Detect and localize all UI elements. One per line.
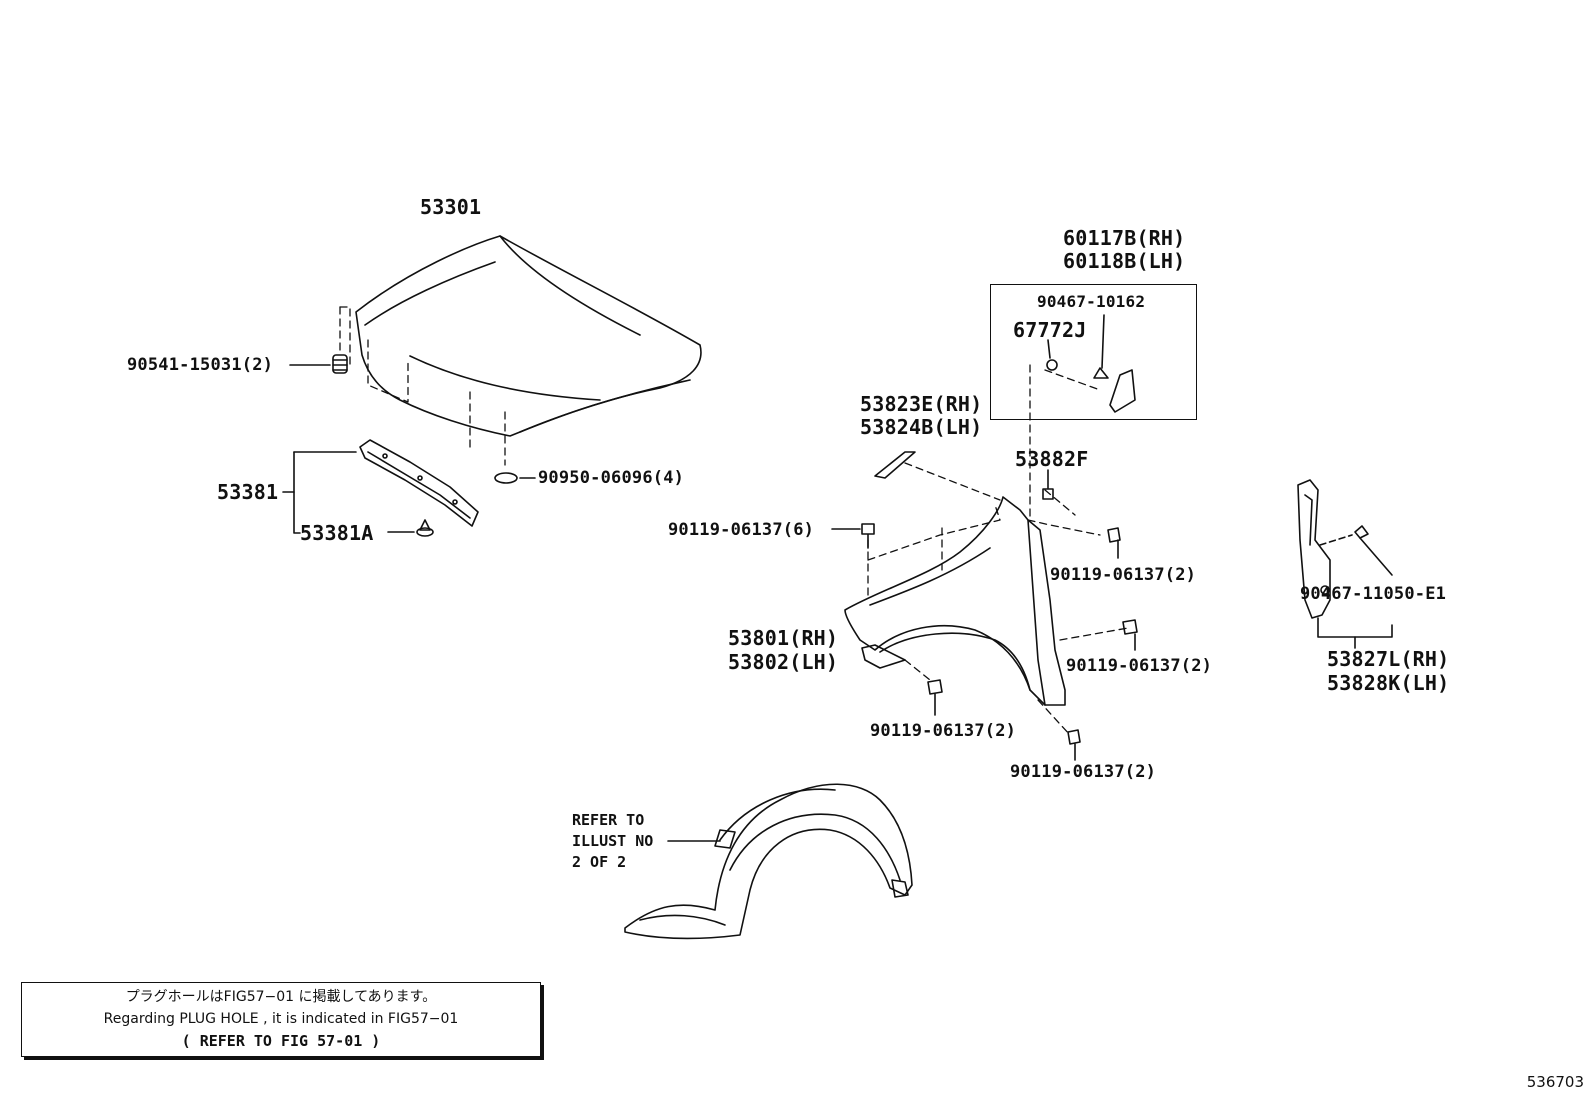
label-hood-seal-strip: 53381 — [217, 480, 279, 504]
bracket-piece — [874, 451, 916, 479]
label-seal-rh: 53827L(RH) — [1327, 647, 1450, 671]
hood-guide-lines — [339, 306, 506, 466]
fender-liner — [624, 783, 913, 940]
refer-line-1: REFER TO — [572, 811, 645, 829]
label-mudguard-lh: 60118B(LH) — [1063, 249, 1186, 273]
note-english: Regarding PLUG HOLE , it is indicated in… — [103, 1011, 459, 1027]
label-mudguard-rh: 60117B(RH) — [1063, 226, 1186, 250]
kit-box — [990, 284, 1197, 420]
clip-icon — [387, 519, 434, 537]
note-refer-link[interactable]: ( REFER TO FIG 57-01 ) — [181, 1032, 381, 1050]
label-fender-rh: 53801(RH) — [728, 626, 839, 650]
label-bolt-2a: 90119-06137(2) — [1050, 565, 1197, 585]
label-bracket-lh: 53824B(LH) — [860, 415, 983, 439]
label-bolt-6: 90119-06137(6) — [668, 520, 815, 540]
label-bracket-rh: 53823E(RH) — [860, 392, 983, 416]
bolt-icons — [831, 469, 1138, 761]
label-clip-kit: 90467-10162 — [1037, 292, 1146, 311]
label-bolt-2d: 90119-06137(2) — [1010, 762, 1157, 782]
label-clip-e1: 90467-11050-E1 — [1300, 584, 1447, 604]
label-seal-lh: 53828K(LH) — [1327, 671, 1450, 695]
label-fender-lh: 53802(LH) — [728, 650, 839, 674]
fender-guide-lines — [867, 364, 1129, 736]
reference-note-box: プラグホールはFIG57−01 に掲載してあります。 Regarding PLU… — [21, 982, 541, 1057]
figure-id: 536703 — [1526, 1073, 1584, 1091]
refer-line-3: 2 OF 2 — [572, 853, 627, 871]
fender-shape — [844, 496, 1066, 706]
label-seal-clip: 53381A — [300, 521, 374, 545]
label-hood-seal: 90950-06096(4) — [538, 468, 685, 488]
cushion-icon — [289, 354, 348, 374]
label-hood-cushion: 90541-15031(2) — [127, 355, 274, 375]
label-bolt-2c: 90119-06137(2) — [870, 721, 1017, 741]
hood-shape — [355, 235, 702, 437]
label-mudguard-sub: 67772J — [1013, 318, 1087, 342]
side-seal-piece — [1297, 479, 1393, 649]
label-hood: 53301 — [420, 195, 482, 219]
note-japanese: プラグホールはFIG57−01 に掲載してあります。 — [125, 989, 437, 1005]
refer-line-2: ILLUST NO — [572, 832, 654, 850]
hood-seal-strip — [359, 439, 479, 527]
seal-oval-icon — [494, 472, 536, 484]
mudguard-piece — [1046, 314, 1136, 413]
bracket-leader — [282, 451, 357, 534]
label-nut: 53882F — [1015, 447, 1089, 471]
label-bolt-2b: 90119-06137(2) — [1066, 656, 1213, 676]
